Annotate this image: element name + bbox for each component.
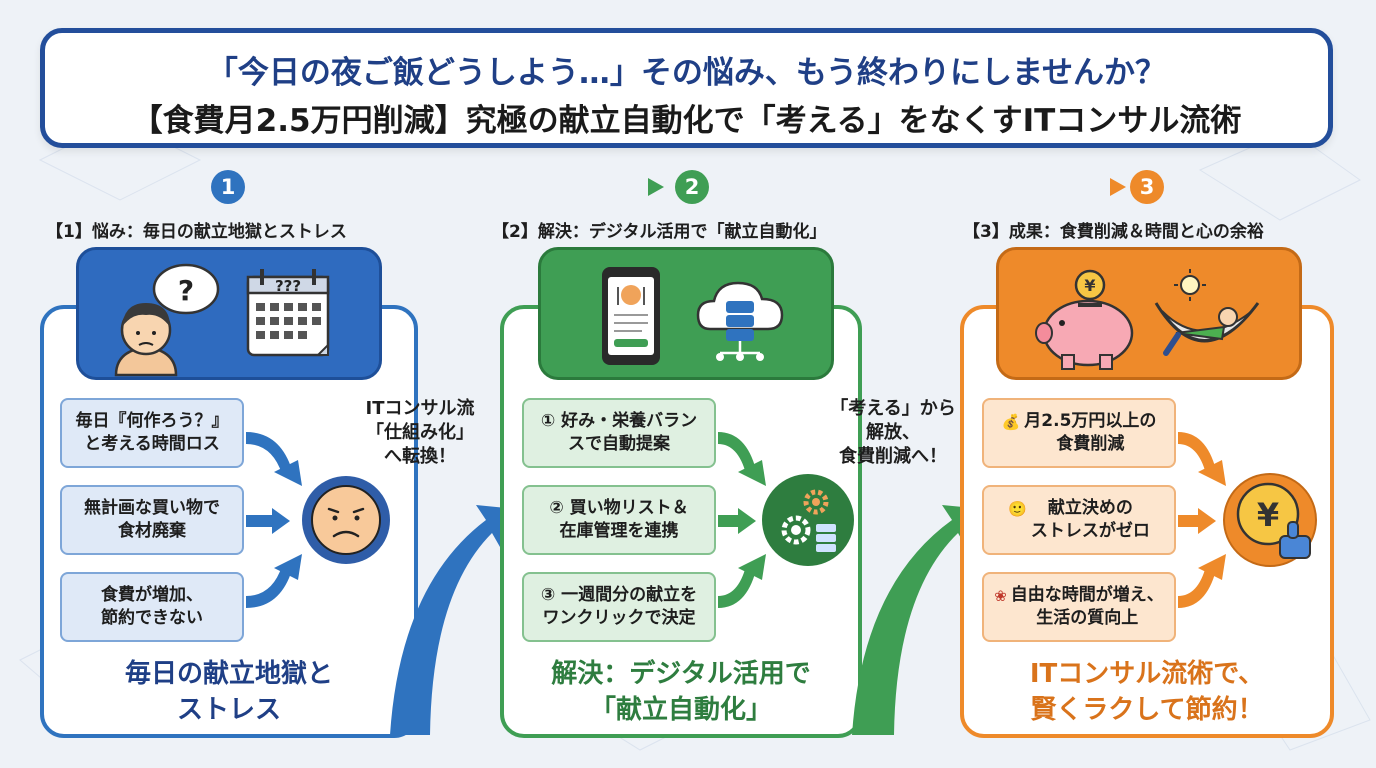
- step-number-3: 3: [1130, 170, 1164, 204]
- worry-connectors: [246, 432, 390, 608]
- svg-text:¥: ¥: [1257, 496, 1279, 534]
- svg-text:¥: ¥: [1084, 276, 1095, 295]
- worry-item-2-text: 無計画な買い物で 食材廃棄: [84, 498, 220, 541]
- calendar-question-icon: ???: [246, 269, 330, 357]
- step-number-2: 2: [675, 170, 709, 204]
- solution-caption: 解決：デジタル活用で 「献立自動化」: [551, 659, 811, 725]
- result-item-2: 🙂 献立決めの ストレスがゼロ: [982, 485, 1176, 555]
- big-arrow-1: [390, 505, 516, 735]
- solution-icons: [602, 267, 784, 365]
- step-heading-3: 【3】成果：食費削減＆時間と心の余裕: [963, 222, 1264, 242]
- step-heading-1: 【1】悩み：毎日の献立地獄とストレス: [46, 222, 347, 242]
- result-item-2-text: 献立決めの ストレスがゼロ: [1030, 498, 1150, 541]
- cloud-database-icon: [696, 281, 784, 361]
- result-item-3-text: 自由な時間が増え、 生活の質向上: [1010, 585, 1164, 628]
- smile-icon: 🙂: [1008, 499, 1027, 518]
- result-caption: ITコンサル流術で、 賢くラクして節約！: [1029, 659, 1265, 725]
- arrow-head-icon: [648, 178, 664, 196]
- worried-person-icon: [114, 303, 178, 377]
- transition-text-1: ITコンサル流 「仕組み化」 へ転換！: [365, 398, 475, 467]
- worry-caption: 毎日の献立地獄と ストレス: [124, 659, 333, 725]
- title-line-1: 「今日の夜ご飯どうしよう…」その悩み、もう終わりにしませんか？: [206, 55, 1167, 91]
- solution-item-3-text: ③ 一週間分の献立を ワンクリックで決定: [540, 585, 698, 628]
- progress-arrows: [247, 178, 1126, 196]
- step-heading-2: 【2】解決：デジタル活用で「献立自動化」: [492, 222, 827, 242]
- title-line-2: 【食費月2.5万円削減】究極の献立自動化で「考える」をなくすITコンサル流術: [131, 103, 1242, 139]
- flower-icon: ❀: [994, 586, 1007, 605]
- solution-item-3: ③ 一週間分の献立を ワンクリックで決定: [522, 572, 716, 642]
- svg-text:?: ?: [178, 274, 194, 307]
- worry-item-1-text: 毎日『何作ろう？』 と考える時間ロス: [75, 411, 229, 454]
- step-number-1: 1: [211, 170, 245, 204]
- worry-item-1: 毎日『何作ろう？』 と考える時間ロス: [60, 398, 244, 468]
- solution-connectors: [718, 432, 854, 608]
- panel-solution-icon-header: [538, 247, 834, 380]
- result-item-3: ❀ 自由な時間が増え、 生活の質向上: [982, 572, 1176, 642]
- worry-icons: ? ???: [114, 263, 330, 377]
- smartphone-recipe-icon: [602, 267, 660, 365]
- solution-item-1-text: ① 好み・栄養バラン スで自動提案: [540, 411, 698, 454]
- big-arrow-2: [852, 505, 984, 735]
- result-icons: ¥: [1035, 269, 1260, 370]
- gears-database-icon: [762, 474, 854, 566]
- solution-item-2-text: ② 買い物リスト＆ 在庫管理を連携: [549, 498, 689, 541]
- worry-item-2: 無計画な買い物で 食材廃棄: [60, 485, 244, 555]
- solution-item-2: ② 買い物リスト＆ 在庫管理を連携: [522, 485, 716, 555]
- title-banner: 「今日の夜ご飯どうしよう…」その悩み、もう終わりにしませんか？ 【食費月2.5万…: [40, 28, 1333, 148]
- piggy-bank-icon: ¥: [1035, 269, 1134, 370]
- svg-text:???: ???: [275, 277, 301, 295]
- worry-item-3-text: 食費が増加、 節約できない: [101, 585, 203, 628]
- hammock-relax-icon: [1154, 269, 1260, 356]
- result-item-1-text: 月2.5万円以上の 食費削減: [1024, 411, 1157, 454]
- arrow-head-icon: [1110, 178, 1126, 196]
- worry-item-3: 食費が増加、 節約できない: [60, 572, 244, 642]
- result-item-1: 💰 月2.5万円以上の 食費削減: [982, 398, 1176, 468]
- money-bag-icon: 💰: [1001, 412, 1021, 431]
- solution-item-1: ① 好み・栄養バラン スで自動提案: [522, 398, 716, 468]
- yen-thumbs-up-icon: ¥: [1223, 473, 1317, 567]
- transition-text-2: 「考える」から 解放、 食費削減へ！: [830, 398, 956, 467]
- result-connectors: ¥: [1178, 432, 1317, 608]
- sad-face-icon: [302, 476, 390, 564]
